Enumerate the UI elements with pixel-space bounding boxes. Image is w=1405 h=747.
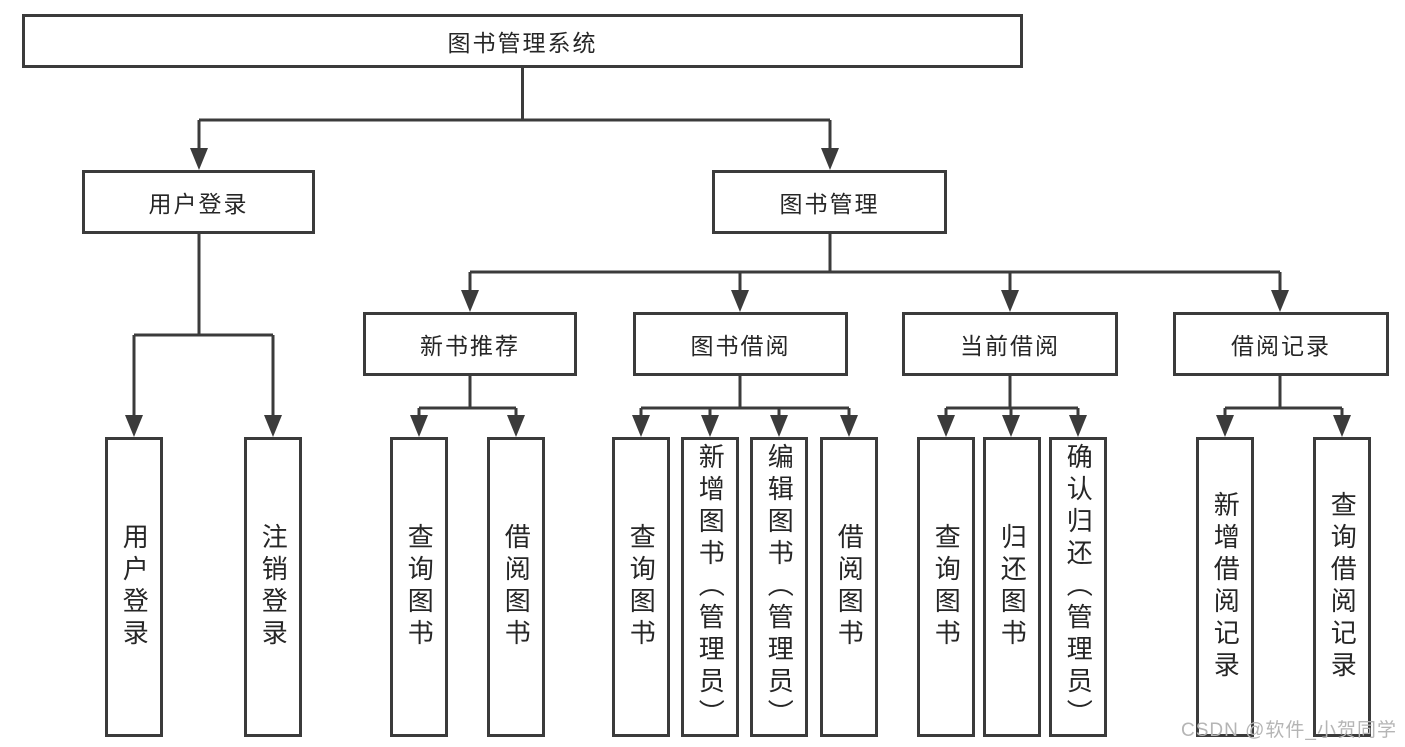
connector-book-borrow-to-leaves: [632, 376, 858, 437]
arrowhead: [1271, 290, 1289, 312]
node-new-book-rec: 新书推荐: [363, 312, 577, 376]
leaf-query-books-rec: 查询图书: [390, 437, 448, 737]
arrowhead: [937, 415, 955, 437]
csdn-watermark: CSDN @软件_小贺同学: [1181, 720, 1397, 741]
arrowhead: [1002, 415, 1020, 437]
leaf-return-books: 归还图书: [983, 437, 1041, 737]
arrowhead: [1069, 415, 1087, 437]
arrowhead: [632, 415, 650, 437]
arrowhead: [264, 415, 282, 437]
arrowhead: [731, 290, 749, 312]
arrowhead: [701, 415, 719, 437]
book-borrow-branch-line: [639, 376, 851, 419]
user-login-branch-line: [132, 234, 275, 419]
node-book-borrow: 图书借阅: [633, 312, 848, 376]
node-book-borrow-label: 图书借阅: [690, 333, 791, 359]
leaf-add-books-admin: 新增图书（管理员）: [681, 437, 739, 737]
leaf-return-books-label: 归还图书: [997, 523, 1028, 651]
arrowhead: [770, 415, 788, 437]
leaf-borrow-books: 借阅图书: [820, 437, 878, 737]
leaf-query-borrow-record-label: 查询借阅记录: [1327, 491, 1358, 683]
new-book-rec-branch-line: [417, 376, 518, 419]
leaf-user-login-label: 用户登录: [119, 523, 150, 651]
node-borrow-records: 借阅记录: [1173, 312, 1389, 376]
leaf-logout-label: 注销登录: [258, 523, 289, 651]
leaf-edit-books-admin: 编辑图书（管理员）: [750, 437, 808, 737]
connector-new-book-rec-to-leaves: [410, 376, 525, 437]
leaf-add-books-admin-label: 新增图书（管理员）: [695, 443, 726, 731]
borrow-records-branch-line: [1223, 376, 1344, 419]
connector-root-to-level2: [190, 68, 839, 170]
connector-book-mgmt-to-level3: [461, 234, 1289, 312]
leaf-borrow-books-rec-label: 借阅图书: [501, 523, 532, 651]
arrowhead: [461, 290, 479, 312]
leaf-query-books-current-label: 查询图书: [931, 523, 962, 651]
leaf-logout: 注销登录: [244, 437, 302, 737]
node-root: 图书管理系统: [22, 14, 1023, 68]
arrowhead: [1333, 415, 1351, 437]
arrowhead: [1216, 415, 1234, 437]
arrowhead: [1001, 290, 1019, 312]
arrowhead: [410, 415, 428, 437]
leaf-query-borrow-record: 查询借阅记录: [1313, 437, 1371, 737]
leaf-confirm-return-admin-label: 确认归还（管理员）: [1063, 443, 1094, 731]
current-borrow-branch-line: [944, 376, 1080, 419]
connector-borrow-records-to-leaves: [1216, 376, 1351, 437]
leaf-add-borrow-record-label: 新增借阅记录: [1210, 491, 1241, 683]
arrowhead: [507, 415, 525, 437]
arrowhead: [821, 148, 839, 170]
node-current-borrow: 当前借阅: [902, 312, 1118, 376]
node-root-label: 图书管理系统: [447, 30, 598, 56]
node-user-login: 用户登录: [82, 170, 315, 234]
node-book-mgmt: 图书管理: [712, 170, 947, 234]
arrowhead: [190, 148, 208, 170]
leaf-query-books-current: 查询图书: [917, 437, 975, 737]
leaf-borrow-books-rec: 借阅图书: [487, 437, 545, 737]
leaf-add-borrow-record: 新增借阅记录: [1196, 437, 1254, 737]
node-borrow-records-label: 借阅记录: [1231, 333, 1331, 359]
leaf-query-books-borrow: 查询图书: [612, 437, 670, 737]
leaf-confirm-return-admin: 确认归还（管理员）: [1049, 437, 1107, 737]
leaf-user-login: 用户登录: [105, 437, 163, 737]
node-book-mgmt-label: 图书管理: [779, 191, 880, 217]
connector-user-login-to-leaves: [125, 234, 282, 437]
arrowhead: [125, 415, 143, 437]
node-current-borrow-label: 当前借阅: [960, 333, 1060, 359]
arrowhead: [840, 415, 858, 437]
leaf-query-books-borrow-label: 查询图书: [626, 523, 657, 651]
node-new-book-rec-label: 新书推荐: [420, 333, 520, 359]
leaf-edit-books-admin-label: 编辑图书（管理员）: [764, 443, 795, 731]
book-mgmt-branch-line: [468, 234, 1282, 294]
root-stem-line: [197, 68, 832, 152]
leaf-borrow-books-label: 借阅图书: [834, 523, 865, 651]
leaf-query-books-rec-label: 查询图书: [404, 523, 435, 651]
connector-current-borrow-to-leaves: [937, 376, 1087, 437]
node-user-login-label: 用户登录: [148, 191, 249, 217]
